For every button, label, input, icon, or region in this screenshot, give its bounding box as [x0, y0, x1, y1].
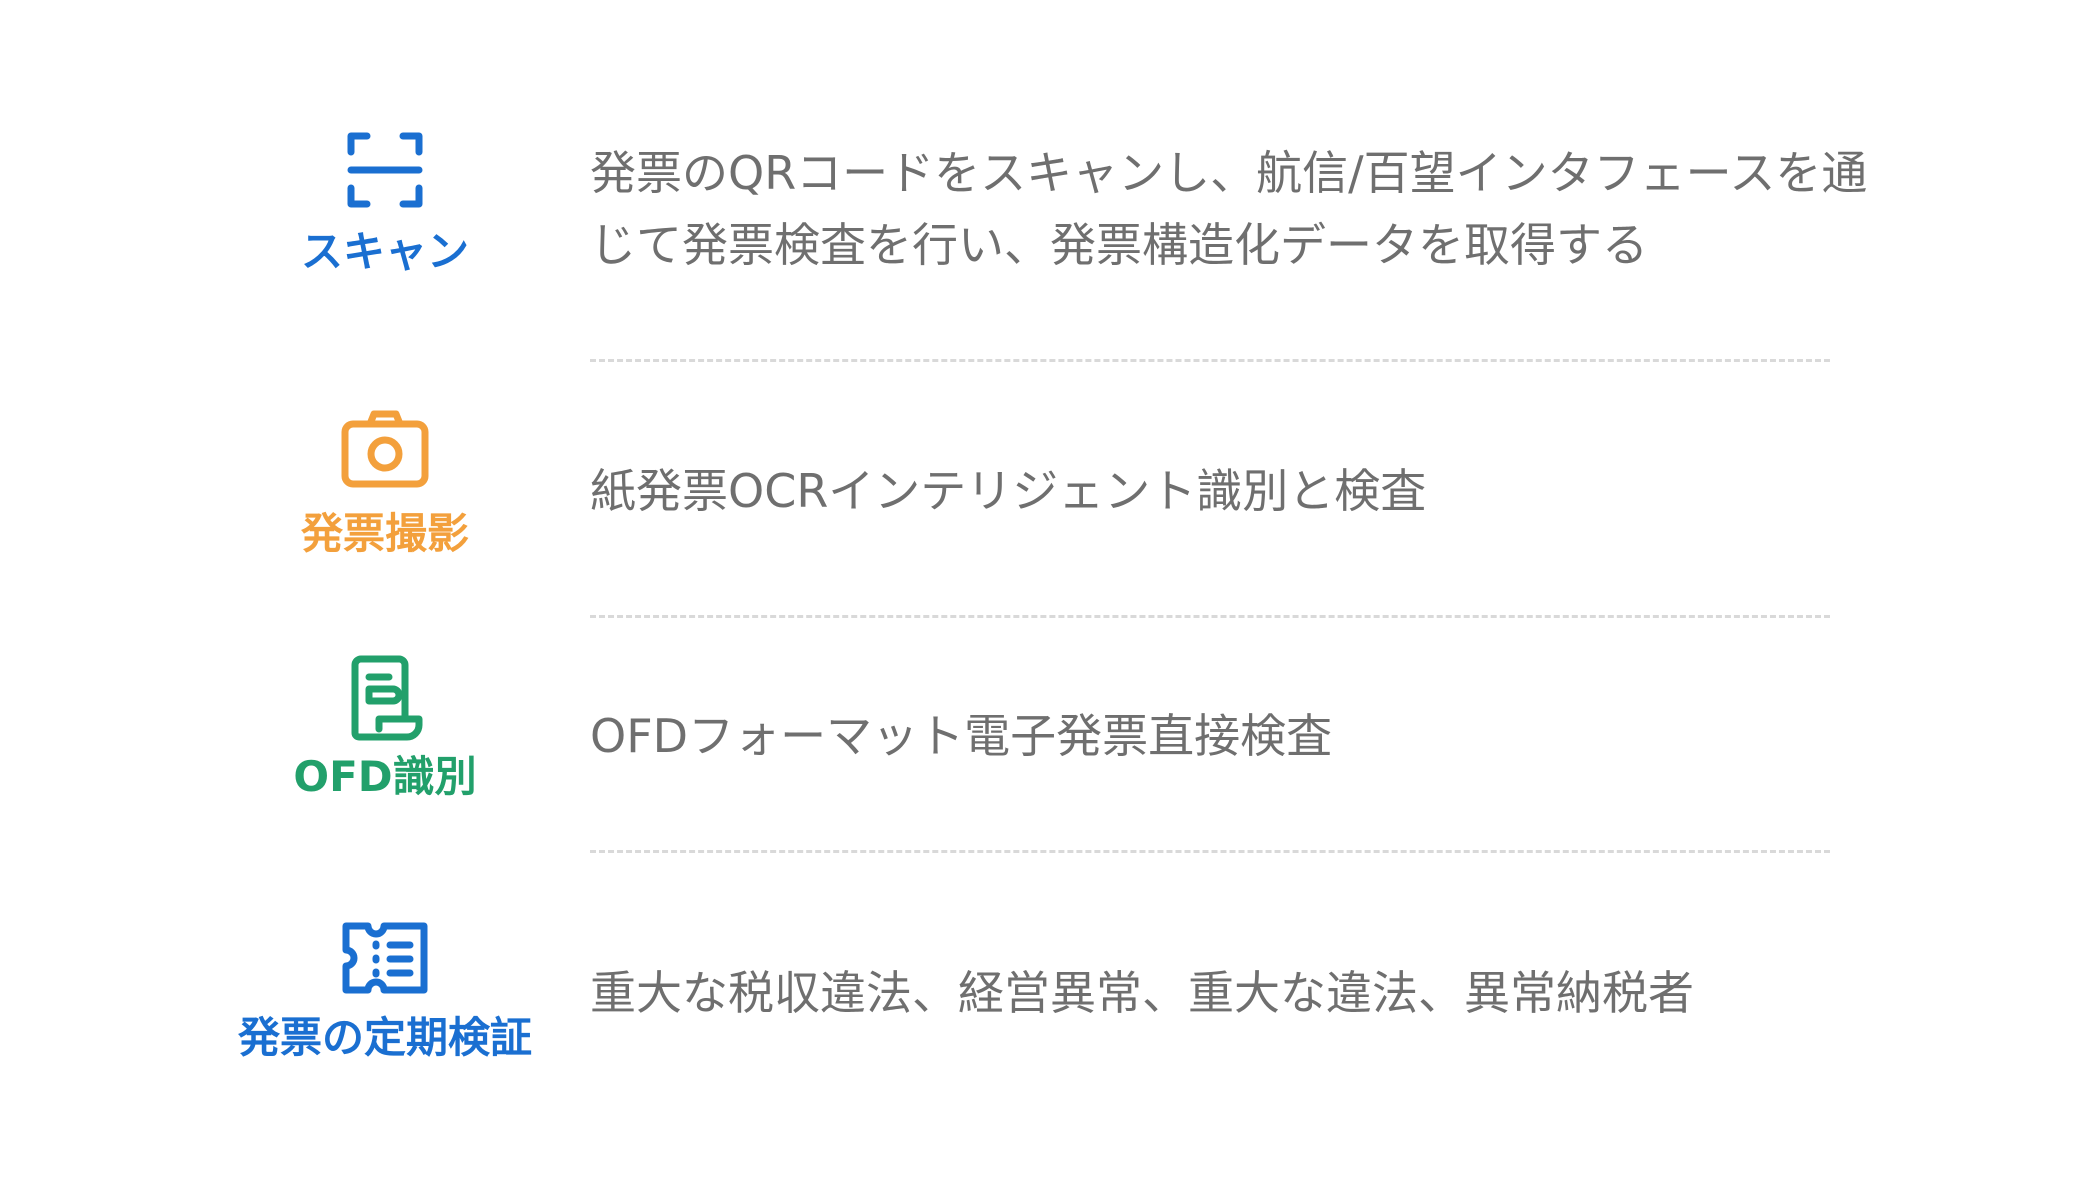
feature-scan[interactable]: スキャン: [185, 130, 585, 280]
feature-description-scan: 発票のQRコードをスキャンし、航信/百望インタフェースを通じて発票検査を行い、発…: [590, 146, 1868, 272]
feature-description-verify: 重大な税収違法、経営異常、重大な違法、異常納税者: [590, 966, 1694, 1020]
feature-label-ofd: OFD識別: [293, 752, 477, 801]
ticket-icon: [342, 922, 428, 994]
feature-description-ofd: OFDフォーマット電子発票直接検査: [590, 709, 1333, 763]
divider-3: [590, 850, 1830, 853]
feature-label-verify: 発票の定期検証: [237, 1013, 532, 1062]
divider-1: [590, 359, 1830, 362]
feature-label-photo: 発票撮影: [300, 509, 469, 558]
feature-ofd[interactable]: OFD識別: [185, 655, 585, 805]
camera-icon: [341, 410, 429, 488]
document-icon: [351, 655, 423, 741]
feature-description-photo: 紙発票OCRインテリジェント識別と検査: [590, 464, 1427, 518]
divider-2: [590, 615, 1830, 618]
feature-label-scan: スキャン: [300, 227, 469, 276]
feature-photo[interactable]: 発票撮影: [185, 410, 585, 562]
feature-verify[interactable]: 発票の定期検証: [185, 920, 585, 1066]
scan-icon: [347, 132, 423, 208]
